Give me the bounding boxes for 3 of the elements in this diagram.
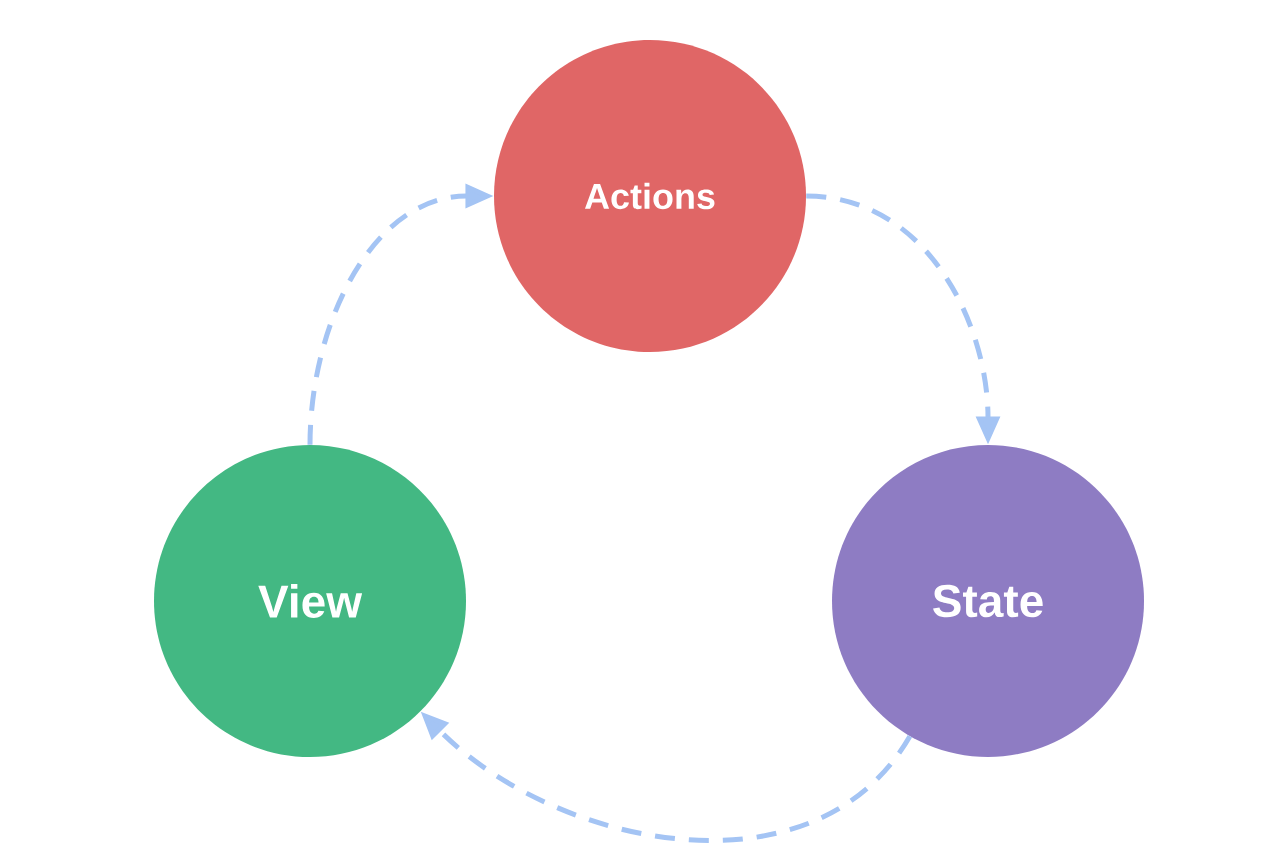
circle-node: View: [154, 445, 466, 757]
circle-node: State: [832, 445, 1144, 757]
circle-node: Actions: [494, 40, 806, 352]
